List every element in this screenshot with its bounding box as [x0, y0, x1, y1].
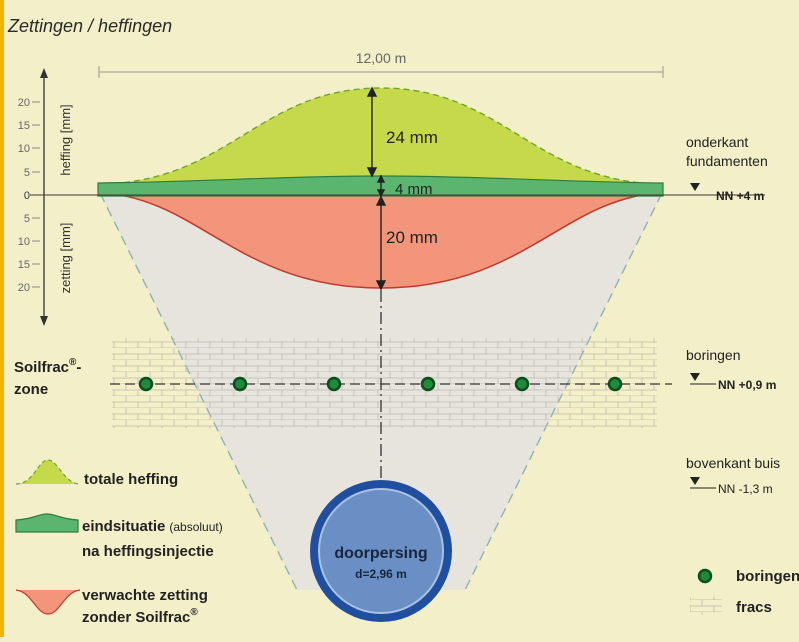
boring-legend-icon: [697, 568, 713, 584]
legend: totale heffing eindsituatie(absoluut) na…: [15, 459, 799, 626]
pipe-diameter: d=2,96 m: [355, 567, 407, 581]
tick-up-15: 15: [18, 120, 30, 132]
vertical-axis: 20 15 10 5 0 5 10 15 20 heffing [mm] zet…: [18, 68, 73, 326]
borings-level-label: boringen: [686, 347, 741, 363]
pipe-level-label: bovenkant buis: [686, 455, 780, 471]
borings-level-value: NN +0,9 m: [718, 378, 776, 392]
final-legend-icon: [15, 513, 79, 533]
level-marker-icon: [690, 373, 700, 381]
total-lift-curve: [103, 87, 659, 185]
legend-fracs: fracs: [736, 599, 772, 616]
diagram-svg: Zettingen / heffingen 12,00 m 24 mm 4 mm…: [7, 16, 799, 626]
boring-point: [138, 376, 154, 392]
fracs-legend-icon: [690, 597, 722, 615]
tick-down-20: 20: [18, 282, 30, 294]
width-dimension: 12,00 m: [98, 50, 664, 78]
legend-final-1: eindsituatie(absoluut): [82, 518, 223, 535]
soilfrac-zone-label-2: zone: [14, 381, 48, 398]
total-lift-value: 24 mm: [386, 128, 438, 147]
foundation-level-value: NN +4 m: [716, 189, 764, 203]
tick-up-10: 10: [18, 143, 30, 155]
soilfrac-zone-label: Soilfrac®-: [14, 357, 81, 376]
foundation-label-1: onderkant: [686, 134, 748, 150]
settlement-legend-icon: [16, 590, 80, 614]
width-label: 12,00 m: [356, 50, 407, 66]
legend-expected-2: zonder Soilfrac®: [82, 607, 198, 626]
page-title: Zettingen / heffingen: [7, 16, 172, 36]
cone-edge-right: [464, 192, 663, 591]
foundation-level: onderkant fundamenten NN +4 m: [686, 134, 768, 203]
legend-final-2: na heffingsinjectie: [82, 543, 214, 560]
measurement-arrows: [366, 86, 387, 291]
level-marker-icon: [690, 183, 700, 191]
legend-borings: boringen: [736, 568, 799, 585]
pipe-level-value: NN -1,3 m: [718, 482, 773, 496]
soilfrac-zone-band: [112, 338, 657, 428]
level-marker-icon: [690, 477, 700, 485]
boring-point: [326, 376, 342, 392]
final-lift-value: 4 mm: [395, 181, 433, 198]
settlement-value: 20 mm: [386, 228, 438, 247]
boring-point: [232, 376, 248, 392]
boring-point: [607, 376, 623, 392]
tick-down-5: 5: [24, 213, 30, 225]
borings-level: boringen NN +0,9 m: [686, 347, 776, 392]
total-lift-area: [104, 88, 658, 184]
total-lift-legend-icon: [16, 460, 80, 484]
pipe-label: doorpersing: [334, 545, 427, 562]
legend-total-lift: totale heffing: [84, 471, 178, 488]
legend-expected-1: verwachte zetting: [82, 587, 208, 604]
foundation-label-2: fundamenten: [686, 153, 768, 169]
pipe: doorpersing d=2,96 m: [310, 480, 452, 622]
tick-zero: 0: [24, 190, 30, 202]
zetting-axis-label: zetting [mm]: [58, 223, 73, 294]
tick-down-10: 10: [18, 236, 30, 248]
boring-point: [420, 376, 436, 392]
pipe-interior: [318, 488, 444, 614]
boring-points: [138, 376, 623, 392]
boring-point: [514, 376, 530, 392]
tick-up-20: 20: [18, 97, 30, 109]
pipe-level: bovenkant buis NN -1,3 m: [686, 455, 780, 496]
tick-down-15: 15: [18, 259, 30, 271]
tick-up-5: 5: [24, 167, 30, 179]
cone-edge-left: [99, 192, 298, 591]
heffing-axis-label: heffing [mm]: [58, 104, 73, 175]
